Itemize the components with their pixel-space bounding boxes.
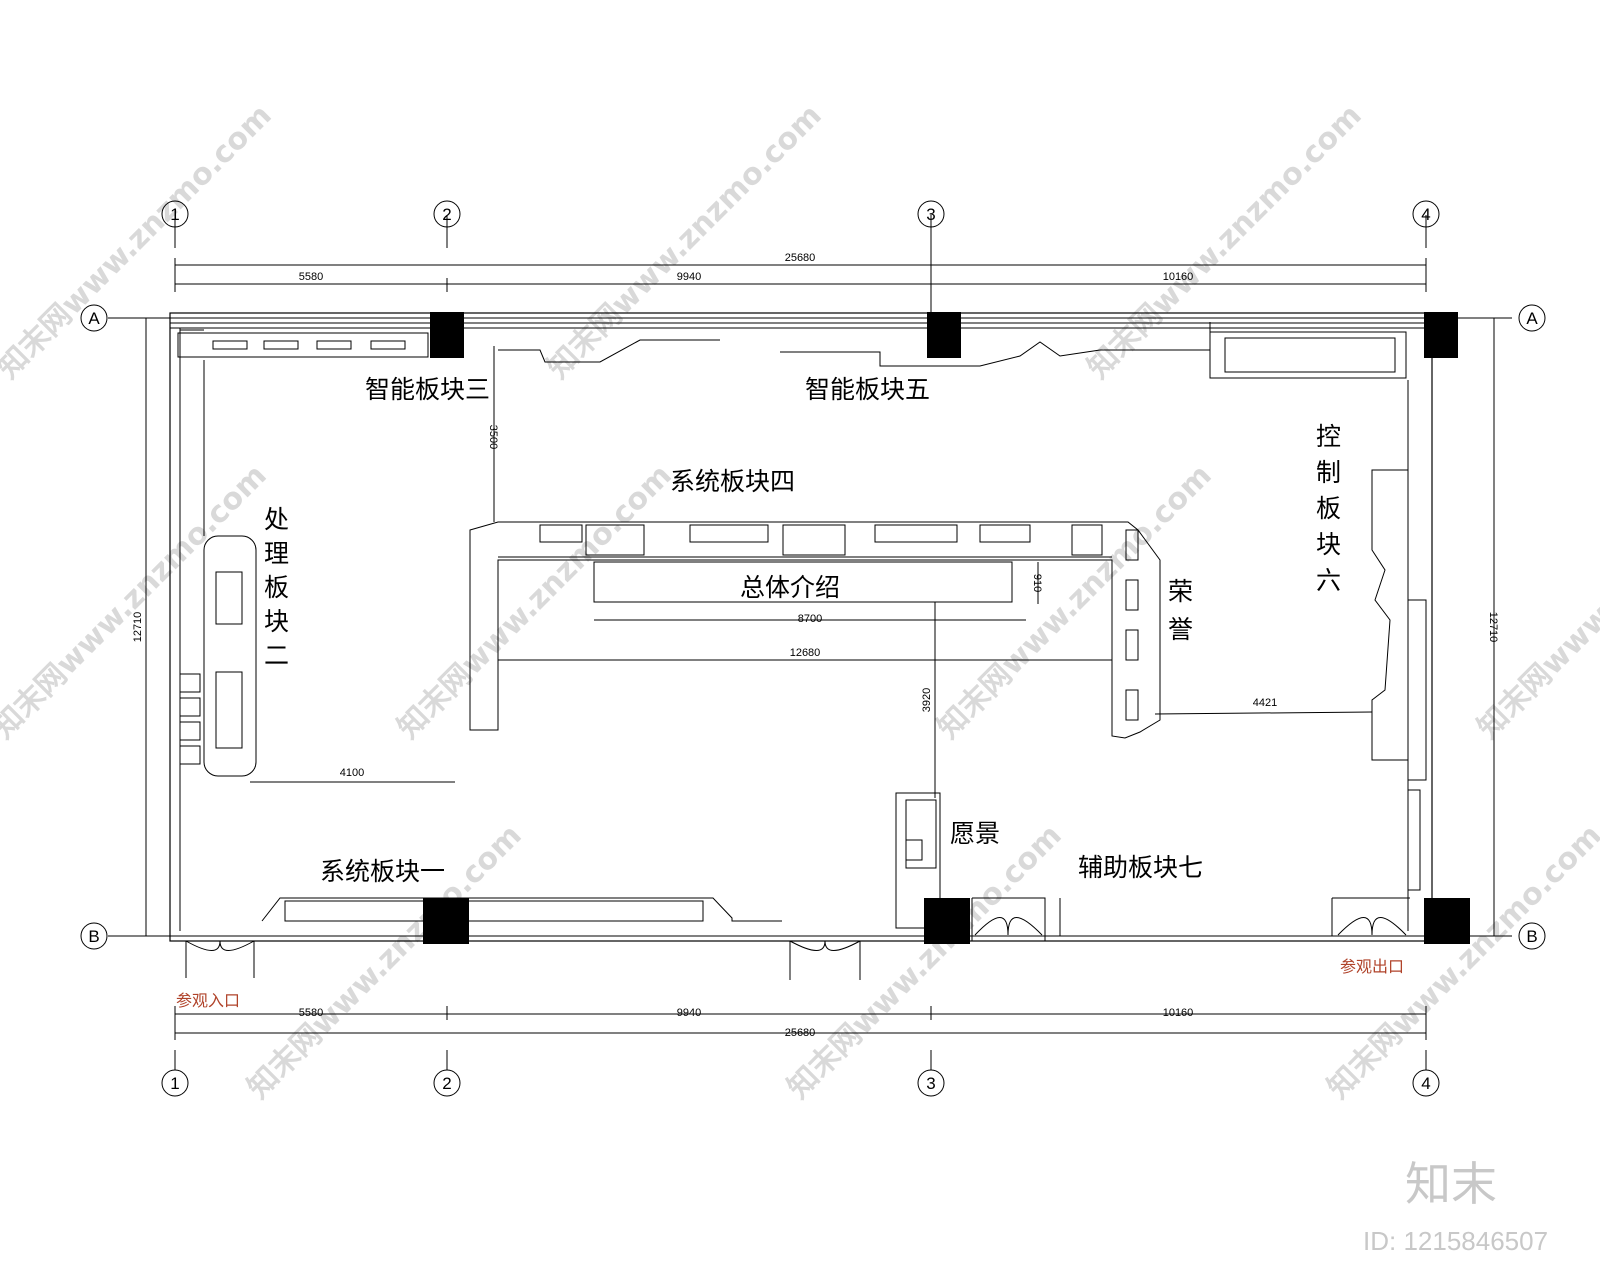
- dim-bay3-bottom: 10160: [1163, 1007, 1194, 1019]
- grid-label-col: 3: [926, 1074, 935, 1093]
- zone-label-processing-2-char: 块: [264, 607, 289, 636]
- dim-4421: 4421: [1253, 697, 1277, 709]
- grid-label-row: B: [88, 927, 99, 946]
- zone-label-auxiliary-7: 辅助板块七: [1078, 853, 1203, 882]
- watermark-text: 知末网www.znzmo.com: [0, 98, 279, 386]
- grid-label-col: 4: [1421, 205, 1430, 224]
- entrance-note: 参观入口: [176, 991, 240, 1010]
- zone-label-honor-char: 誉: [1168, 615, 1193, 644]
- dim-8700: 8700: [798, 613, 822, 625]
- dim-910: 910: [1031, 574, 1043, 592]
- dim-height-right: 12710: [1487, 612, 1499, 643]
- dim-bay1-bottom: 5580: [299, 1007, 323, 1019]
- brand-watermark: 知末: [1405, 1157, 1497, 1211]
- zone-label-control-6-char: 制: [1316, 458, 1341, 487]
- zone-label-overview: 总体介绍: [740, 573, 840, 602]
- zone-label-control-6-char: 块: [1316, 530, 1341, 559]
- dim-4100: 4100: [340, 767, 364, 779]
- zone-label-honor-char: 荣: [1168, 577, 1193, 606]
- zone-label-processing-2-char: 二: [264, 641, 289, 670]
- watermark-text: 知末网www.znzmo.com: [1471, 458, 1600, 746]
- zone-label-control-6-char: 控: [1316, 422, 1341, 451]
- grid-label-row: A: [88, 309, 100, 328]
- grid-label-col: 2: [442, 1074, 451, 1093]
- dim-bay2-bottom: 9940: [677, 1007, 701, 1019]
- grid-label-col: 3: [926, 205, 935, 224]
- grid-label-row: A: [1526, 309, 1538, 328]
- watermark-text: 知末网www.znzmo.com: [541, 98, 829, 386]
- dim-bay2-top: 9940: [677, 271, 701, 283]
- columns: [423, 312, 1470, 944]
- exit-note: 参观出口: [1340, 957, 1404, 976]
- zone-label-control-6-char: 板: [1316, 494, 1341, 523]
- grid-label-col: 4: [1421, 1074, 1430, 1093]
- grid-label-col: 1: [170, 1074, 179, 1093]
- zone-label-system-4: 系统板块四: [670, 467, 795, 496]
- dim-3920: 3920: [921, 688, 933, 712]
- zone-label-smart-5: 智能板块五: [805, 375, 930, 404]
- dim-total-top: 25680: [785, 252, 816, 264]
- watermark-text: 知末网www.znzmo.com: [0, 458, 274, 746]
- watermark-text: 知末网www.znzmo.com: [781, 818, 1069, 1106]
- grid-label-col: 1: [170, 205, 179, 224]
- zone-label-processing-2-char: 处: [264, 505, 289, 534]
- dim-height-left: 12710: [132, 612, 144, 643]
- zone-label-control-6-char: 六: [1316, 566, 1341, 595]
- zone-label-vision: 愿景: [950, 819, 1000, 848]
- dim-total-bottom: 25680: [785, 1027, 816, 1039]
- zone-label-system-1: 系统板块一: [320, 857, 445, 886]
- dim-bay1-top: 5580: [299, 271, 323, 283]
- zone-label-processing-2-char: 理: [264, 539, 289, 568]
- dim-3500: 3500: [487, 425, 499, 449]
- zone-label-smart-3: 智能板块三: [365, 375, 490, 404]
- zone-label-processing-2-char: 板: [264, 573, 289, 602]
- grid-label-row: B: [1526, 927, 1537, 946]
- dim-bay3-top: 10160: [1163, 271, 1194, 283]
- image-id-watermark: ID: 1215846507: [1363, 1226, 1548, 1256]
- dim-12680: 12680: [790, 647, 821, 659]
- grid-label-col: 2: [442, 205, 451, 224]
